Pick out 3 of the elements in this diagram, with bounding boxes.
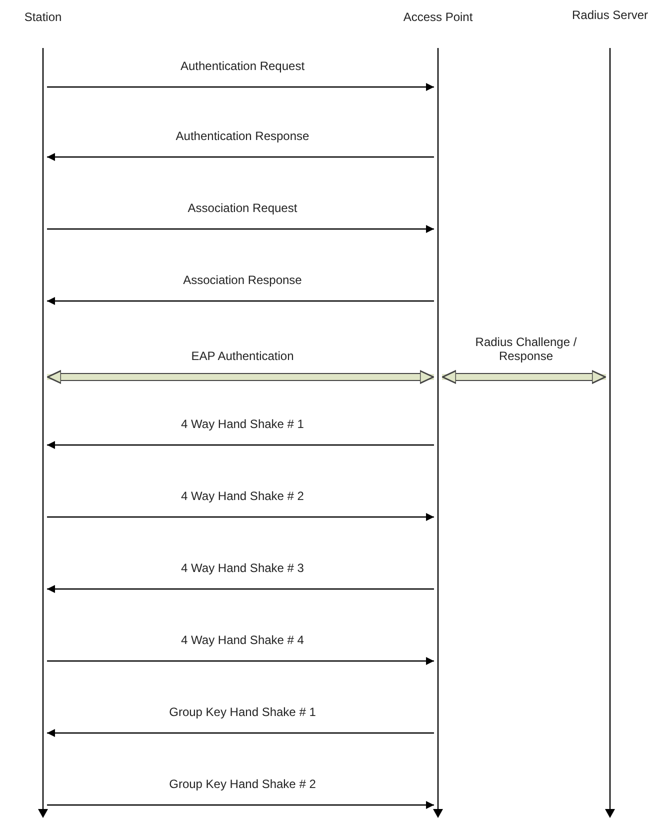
participant-label: Radius Server <box>572 8 648 22</box>
participant-label: Station <box>24 10 62 24</box>
participant-label: Access Point <box>403 10 473 24</box>
